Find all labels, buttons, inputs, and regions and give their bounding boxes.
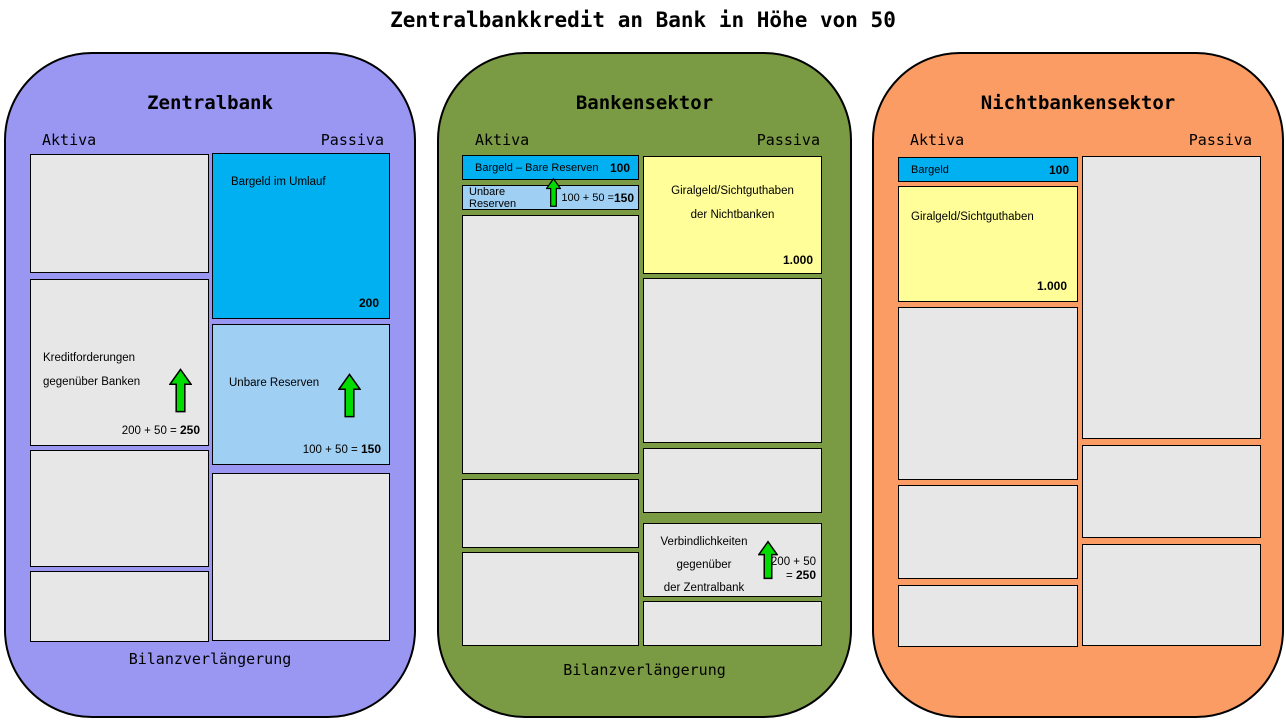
empty-balance-box <box>643 448 822 513</box>
unbare-reserven-zb-result: 150 <box>360 442 381 456</box>
kreditforderungen-label-line1: Kreditforderungen <box>43 352 136 364</box>
up-arrow-icon <box>758 539 778 581</box>
giralgeld-nichtbanken-box: Giralgeld/Sichtguthaben der Nichtbanken … <box>643 156 822 274</box>
zentralbank-aktiva-label: Aktiva <box>42 131 97 149</box>
bankensektor-passiva-label: Passiva <box>756 131 820 149</box>
zentralbank-footer: Bilanzverlängerung <box>128 650 292 668</box>
bankensektor-panel: Bankensektor Aktiva Passiva Bargeld – Ba… <box>437 52 852 718</box>
verbindlichkeiten-calc-line1: 200 + 50 <box>770 556 816 568</box>
bargeld-box: Bargeld 100 <box>898 157 1078 182</box>
empty-balance-box <box>898 307 1078 480</box>
unbare-reserven-bk-box: Unbare Reserven 100 + 50 = 150 <box>462 177 639 210</box>
kreditforderungen-box: Kreditforderungen gegenüber Banken 200 +… <box>30 279 209 446</box>
bankensektor-title: Bankensektor <box>575 92 714 114</box>
bankensektor-aktiva-label: Aktiva <box>475 131 530 149</box>
nichtbankensektor-panel: Nichtbankensektor Aktiva Passiva Bargeld… <box>872 52 1284 718</box>
bargeld-im-umlauf-label: Bargeld im Umlauf <box>231 176 326 188</box>
zentralbank-panel: Zentralbank Aktiva Passiva Kreditforderu… <box>4 52 416 718</box>
kreditforderungen-result: 250 <box>179 423 200 437</box>
empty-balance-box <box>30 154 209 273</box>
verbindlichkeiten-label-line2: gegenüber <box>676 559 732 571</box>
up-arrow-icon <box>546 177 562 208</box>
zentralbank-passiva-label: Passiva <box>320 131 384 149</box>
unbare-reserven-zb-box: Unbare Reserven 100 + 50 = 150 <box>212 324 390 465</box>
giralgeld-value: 1.000 <box>1036 279 1067 293</box>
bare-reserven-value: 100 <box>609 160 630 175</box>
giralgeld-nichtbanken-label-line1: Giralgeld/Sichtguthaben <box>671 185 794 197</box>
bare-reserven-label: Bargeld – Bare Reserven <box>475 161 599 174</box>
page-title: Zentralbankkredit an Bank in Höhe von 50 <box>390 8 896 32</box>
empty-balance-box <box>643 601 822 646</box>
unbare-reserven-bk-calc: 100 + 50 = <box>561 191 614 204</box>
unbare-reserven-zb-calc: 100 + 50 = <box>302 444 361 456</box>
zentralbank-title: Zentralbank <box>147 92 273 114</box>
empty-balance-box <box>462 215 639 474</box>
nichtbankensektor-passiva-label: Passiva <box>1188 131 1252 149</box>
bargeld-value: 100 <box>1048 162 1069 177</box>
verbindlichkeiten-label-line3: der Zentralbank <box>663 582 745 594</box>
bargeld-im-umlauf-value: 200 <box>358 296 379 310</box>
giralgeld-nichtbanken-label-line2: der Nichtbanken <box>690 209 775 221</box>
empty-balance-box <box>898 485 1078 579</box>
giralgeld-label: Giralgeld/Sichtguthaben <box>911 211 1034 223</box>
empty-balance-box <box>30 571 209 642</box>
bargeld-label: Bargeld <box>911 163 949 176</box>
nichtbankensektor-title: Nichtbankensektor <box>980 92 1176 114</box>
giralgeld-nichtbanken-value: 1.000 <box>782 253 813 267</box>
giralgeld-box: Giralgeld/Sichtguthaben 1.000 <box>898 186 1078 302</box>
unbare-reserven-bk-result: 150 <box>613 190 634 205</box>
bare-reserven-box: Bargeld – Bare Reserven 100 <box>462 155 639 180</box>
kreditforderungen-calc: 200 + 50 = <box>121 425 180 437</box>
unbare-reserven-bk-label: Unbare Reserven <box>469 185 517 210</box>
empty-balance-box <box>1082 445 1261 538</box>
empty-balance-box <box>462 479 639 548</box>
empty-balance-box <box>1082 156 1261 439</box>
verbindlichkeiten-result: 250 <box>795 568 816 582</box>
empty-balance-box <box>462 552 639 646</box>
empty-balance-box <box>898 585 1078 647</box>
up-arrow-icon <box>338 373 361 418</box>
up-arrow-icon <box>169 368 192 413</box>
empty-balance-box <box>643 278 822 443</box>
kreditforderungen-label-line2: gegenüber Banken <box>43 376 141 388</box>
bargeld-im-umlauf-box: Bargeld im Umlauf 200 <box>212 153 390 319</box>
verbindlichkeiten-box: Verbindlichkeiten gegenüber der Zentralb… <box>643 523 822 597</box>
verbindlichkeiten-calc-eq: = <box>786 570 796 582</box>
empty-balance-box <box>1082 544 1261 646</box>
unbare-reserven-zb-label: Unbare Reserven <box>229 377 320 389</box>
bankensektor-footer: Bilanzverlängerung <box>563 661 726 679</box>
verbindlichkeiten-label-line1: Verbindlichkeiten <box>660 536 748 548</box>
nichtbankensektor-aktiva-label: Aktiva <box>910 131 965 149</box>
empty-balance-box <box>212 473 390 641</box>
empty-balance-box <box>30 450 209 567</box>
